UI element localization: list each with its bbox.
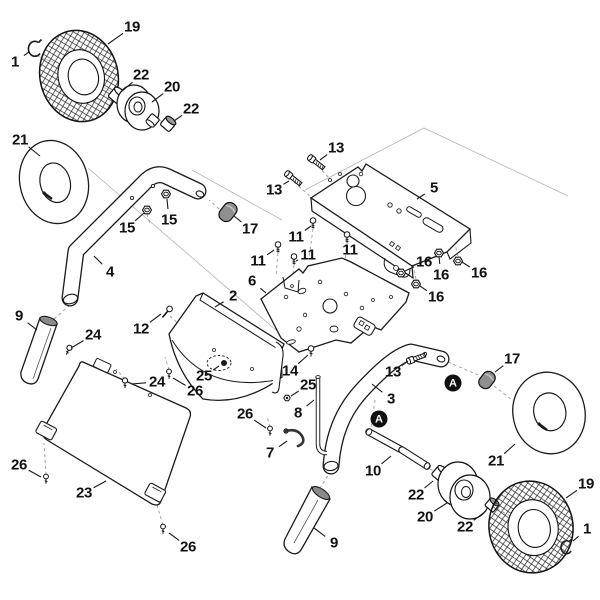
part-20-hub-right — [437, 461, 491, 520]
part-12-pin — [161, 305, 173, 318]
part-5-top-plate — [309, 163, 472, 280]
callout-leader-lines — [23, 32, 580, 542]
part-25-screw-b — [283, 394, 291, 402]
part-6-base-plate — [260, 257, 410, 353]
assembly-marker-A: A — [444, 374, 462, 392]
part-23-panel — [35, 358, 192, 506]
part-15-nut-b — [160, 189, 172, 199]
assembly-marker-A: A — [370, 410, 388, 428]
part-24-screws — [65, 344, 129, 388]
part-2-deflector — [168, 292, 285, 402]
part-21-inner-tube-left — [18, 139, 90, 225]
part-9-grip-left — [20, 315, 58, 385]
part-25-screw-a — [221, 360, 227, 366]
part-13-bolt-b — [306, 154, 326, 171]
part-15-nut-a — [141, 205, 153, 215]
part-17-cap-left — [218, 201, 238, 223]
part-22-bushing-left-b — [160, 115, 177, 132]
part-13-bolt-a — [283, 170, 303, 187]
part-1-clip-right — [560, 538, 573, 555]
part-4-frame-tube-left — [61, 166, 207, 307]
part-8-rod — [315, 375, 327, 456]
part-11-screws — [274, 217, 351, 265]
part-19-wheel-left — [38, 29, 120, 123]
part-26-screws — [43, 368, 273, 534]
part-7-clip — [283, 428, 305, 448]
part-21-inner-tube-right — [512, 371, 586, 455]
part-10-axle — [365, 428, 431, 470]
part-17-cap-right — [478, 370, 496, 390]
part-19-wheel-right — [488, 480, 574, 574]
part-14-screw — [307, 345, 315, 357]
part-13-bolt-c — [406, 352, 427, 365]
part-1-clip-left — [27, 38, 43, 58]
part-16-nuts — [395, 248, 464, 289]
part-20-hub-left — [116, 84, 160, 131]
part-9-grip-right — [283, 485, 331, 555]
